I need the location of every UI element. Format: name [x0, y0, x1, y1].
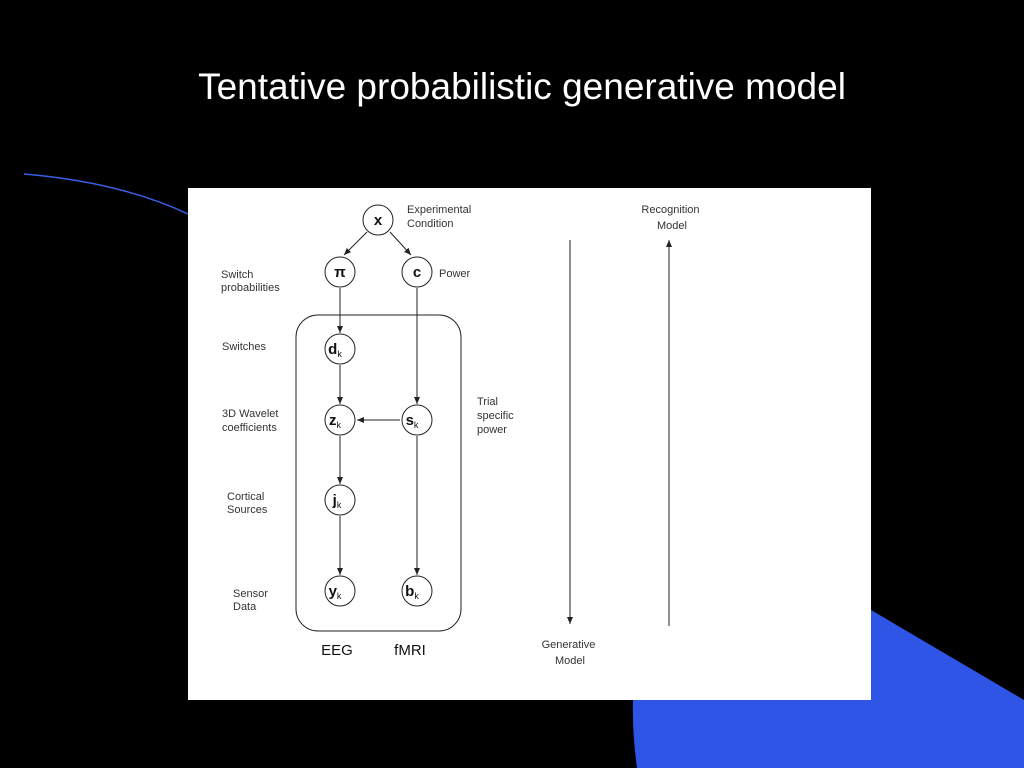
blue-corner-shape — [632, 610, 1024, 768]
edge-x-c — [389, 231, 412, 256]
node-s: sk — [401, 404, 433, 436]
label-trial-specific-power: Trial specific power — [477, 396, 517, 436]
label-recognition-model: Recognition Model — [641, 204, 702, 232]
svg-text:x: x — [374, 212, 383, 229]
blue-swoosh-line — [23, 173, 189, 215]
trial-plate — [295, 314, 462, 632]
node-pi: π — [324, 256, 356, 288]
node-d: dk — [324, 333, 356, 365]
label-fmri: fMRI — [394, 642, 426, 659]
label-power: Power — [439, 268, 471, 280]
label-switch-probabilities: Switch probabilities — [221, 269, 280, 294]
label-experimental-condition: Experimental Condition — [407, 204, 474, 230]
svg-text:c: c — [413, 264, 421, 281]
label-wavelet-coefficients: 3D Wavelet coefficients — [222, 408, 282, 434]
node-x: x — [362, 204, 394, 236]
diagram-panel: x π c dk zk sk jk yk — [188, 188, 871, 700]
node-j: jk — [324, 484, 356, 516]
svg-text:π: π — [334, 264, 346, 281]
node-z: zk — [324, 404, 356, 436]
node-c: c — [401, 256, 433, 288]
edge-x-pi — [343, 231, 368, 256]
node-b: bk — [401, 575, 433, 607]
svg-text:dk: dk — [328, 341, 342, 359]
svg-text:yk: yk — [329, 583, 342, 601]
label-generative-model: Generative Model — [542, 639, 599, 667]
svg-text:sk: sk — [406, 412, 419, 430]
label-eeg: EEG — [321, 642, 353, 659]
svg-text:jk: jk — [332, 492, 342, 510]
node-y: yk — [324, 575, 356, 607]
label-switches: Switches — [222, 341, 267, 353]
svg-text:bk: bk — [405, 583, 419, 601]
slide-title: Tentative probabilistic generative model — [198, 66, 846, 107]
svg-text:zk: zk — [329, 412, 342, 430]
label-cortical-sources: Cortical Sources — [227, 491, 268, 516]
graphical-model-diagram: x π c dk zk sk jk yk — [221, 204, 702, 667]
label-sensor-data: Sensor Data — [233, 588, 271, 613]
